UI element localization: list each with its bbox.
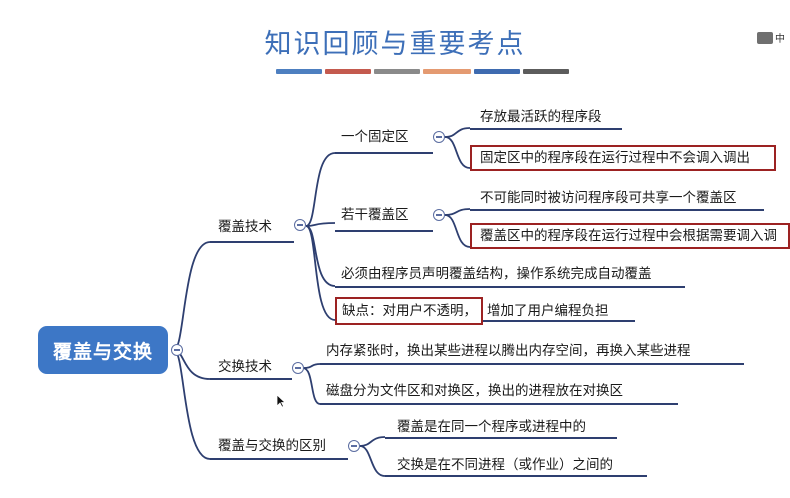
- node-difference-underline: [210, 458, 348, 460]
- drawback-prefix: 缺点：对用户不透明，: [342, 303, 477, 319]
- decor-bar-1: [276, 69, 322, 74]
- node-swap[interactable]: 交换技术: [218, 359, 272, 375]
- node-overlay-underline: [210, 241, 294, 243]
- node-overlay[interactable]: 覆盖技术: [218, 219, 272, 235]
- root-node[interactable]: 覆盖与交换: [38, 326, 168, 374]
- highlight-box-fixed: [470, 145, 776, 171]
- decor-bar-3: [374, 69, 420, 74]
- difference-item-2: 交换是在不同进程（或作业）之间的: [397, 457, 613, 473]
- node-difference[interactable]: 覆盖与交换的区别: [218, 438, 326, 454]
- decor-bar-2: [325, 69, 371, 74]
- swap-item-2: 磁盘分为文件区和对换区，换出的进程放在对换区: [326, 383, 623, 399]
- fixed-area-item-1: 存放最活跃的程序段: [480, 109, 602, 125]
- overlay-areas-item-2: 覆盖区中的程序段在运行过程中会根据需要调入调: [480, 228, 777, 244]
- swap-item-1-underline: [320, 363, 744, 365]
- difference-item-1-underline: [385, 437, 617, 439]
- collapse-difference-icon[interactable]: [348, 440, 360, 452]
- fixed-area-item-2: 固定区中的程序段在运行过程中不会调入调出: [480, 150, 750, 166]
- collapse-overlay-areas-icon[interactable]: [433, 209, 445, 221]
- decor-bar-6: [523, 69, 569, 74]
- difference-item-1: 覆盖是在同一个程序或进程中的: [397, 419, 586, 435]
- node-overlay-areas[interactable]: 若干覆盖区: [341, 207, 409, 223]
- corner-label: 中: [775, 34, 785, 45]
- node-overlay-areas-underline: [335, 230, 433, 232]
- overlay-areas-item-1: 不可能同时被访问程序段可共享一个覆盖区: [480, 190, 737, 206]
- overlay-areas-item-1-underline: [470, 209, 764, 211]
- decor-bar-4: [423, 69, 471, 74]
- programmer-note: 必须由程序员声明覆盖结构，操作系统完成自动覆盖: [341, 266, 652, 282]
- swap-item-2-underline: [320, 403, 678, 405]
- highlight-box-drawback: [335, 297, 483, 325]
- drawback-underline: [483, 320, 635, 322]
- collapse-overlay-icon[interactable]: [294, 219, 306, 231]
- node-swap-underline: [210, 378, 292, 380]
- decor-bar-5: [474, 69, 520, 74]
- programmer-note-underline: [335, 286, 685, 288]
- drawback-suffix: 增加了用户编程负担: [487, 303, 609, 319]
- difference-item-2-underline: [385, 475, 647, 477]
- camera-icon: [757, 32, 773, 44]
- collapse-swap-icon[interactable]: [292, 362, 304, 374]
- collapse-fixed-area-icon[interactable]: [433, 131, 445, 143]
- node-fixed-area-underline: [335, 152, 433, 154]
- node-fixed-area[interactable]: 一个固定区: [341, 129, 409, 145]
- fixed-area-item-1-underline: [470, 128, 622, 130]
- mouse-cursor-icon: [276, 394, 286, 408]
- swap-item-1: 内存紧张时，换出某些进程以腾出内存空间，再换入某些进程: [326, 343, 691, 359]
- page-title: 知识回顾与重要考点: [264, 29, 526, 60]
- collapse-root-icon[interactable]: [171, 344, 183, 356]
- highlight-box-overlay: [470, 223, 790, 249]
